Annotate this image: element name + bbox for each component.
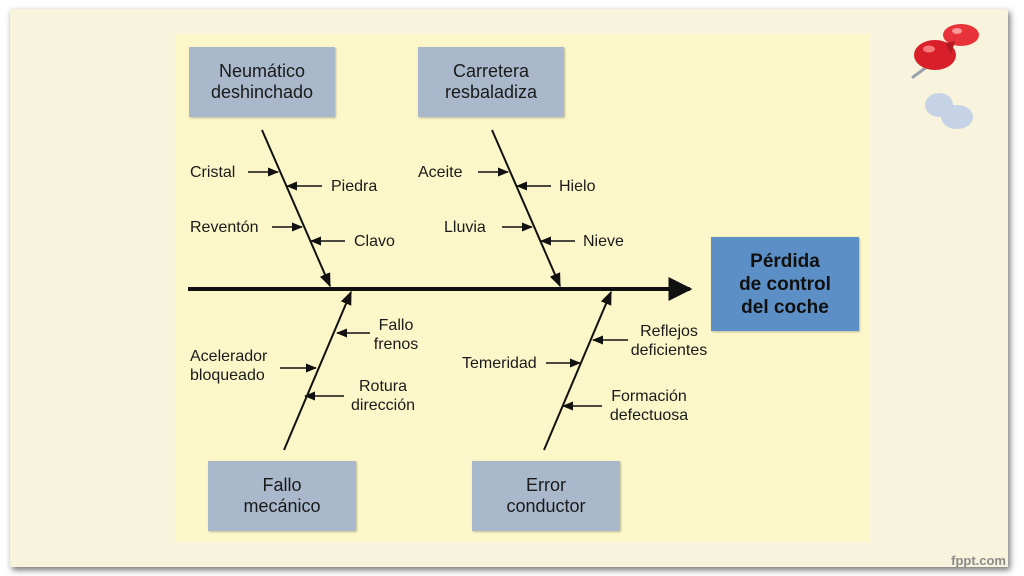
cause-nieve: Nieve (583, 233, 624, 250)
effect-box: Pérdida de control del coche (711, 237, 859, 331)
bone-mecanico (283, 290, 352, 451)
category-box-neumatico: Neumático deshinchado (189, 47, 335, 117)
cause-lluvia: Lluvia (444, 219, 486, 236)
cause-reventon: Reventón (190, 219, 259, 236)
watermark: fppt.com (951, 553, 1006, 568)
cause-acelerador: Acelerador bloqueado (190, 348, 268, 384)
cause-piedra: Piedra (331, 178, 378, 195)
cause-temeridad: Temeridad (462, 355, 537, 372)
bone-conductor (543, 290, 612, 451)
cause-reflejos: Reflejos deficientes (630, 323, 708, 359)
bone-neumatico (261, 129, 331, 288)
cause-fallo-frenos: Fallo frenos (373, 317, 419, 353)
cause-clavo: Clavo (354, 233, 395, 250)
cause-rotura: Rotura dirección (350, 378, 416, 414)
category-box-mecanico: Fallo mecánico (208, 461, 356, 531)
cause-aceite: Aceite (418, 164, 463, 181)
category-box-carretera: Carretera resbaladiza (418, 47, 564, 117)
cause-hielo: Hielo (559, 178, 596, 195)
push-pin-icon (911, 24, 979, 129)
bone-carretera (491, 129, 561, 288)
cause-cristal: Cristal (190, 164, 236, 181)
category-box-conductor: Error conductor (472, 461, 620, 531)
cause-formacion: Formación defectuosa (609, 388, 689, 424)
